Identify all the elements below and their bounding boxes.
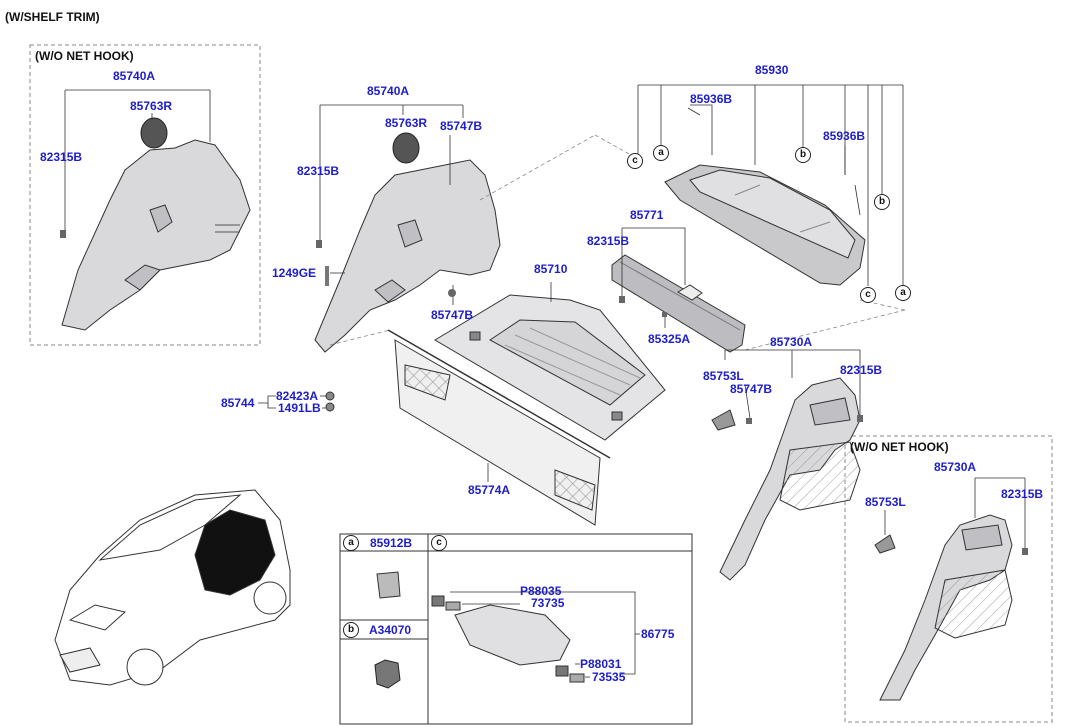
shelf-leaders	[637, 84, 904, 286]
left-panel-caption: (W/O NET HOOK)	[35, 49, 134, 63]
washer-shape	[325, 391, 335, 401]
right-clip-shape	[857, 415, 863, 422]
right-cover-shape	[711, 409, 736, 431]
bolt-shape	[325, 266, 329, 286]
table-letter-a: a	[343, 535, 359, 551]
callout-b-shelf-right[interactable]: b	[874, 194, 890, 210]
callout-a-shelf-left[interactable]: a	[653, 145, 669, 161]
part-label-85730a-inset[interactable]: 85730A	[934, 460, 977, 474]
table-part-73735[interactable]: 73735	[531, 596, 565, 610]
part-label-85936b-right[interactable]: 85936B	[823, 129, 866, 143]
table-part-a34070[interactable]: A34070	[369, 623, 412, 637]
diagram-title: (W/SHELF TRIM)	[5, 10, 100, 24]
part-label-85710[interactable]: 85710	[534, 262, 568, 276]
table-part-85912b[interactable]: 85912B	[370, 536, 413, 550]
part-label-85753l-inset[interactable]: 85753L	[865, 495, 906, 509]
part-label-82315b-inset[interactable]: 82315B	[40, 150, 83, 164]
part-label-85740a[interactable]: 85740A	[367, 84, 410, 98]
detail-table-grid	[339, 533, 693, 725]
part-label-85753l[interactable]: 85753L	[703, 369, 744, 383]
callout-b-shelf-mid[interactable]: b	[795, 147, 811, 163]
table-letter-c: c	[431, 535, 447, 551]
part-label-85774a[interactable]: 85774A	[468, 483, 511, 497]
car-illustration	[54, 489, 291, 686]
cargo-floor	[434, 294, 666, 441]
right-inset-box	[844, 435, 1053, 723]
part-label-85930[interactable]: 85930	[755, 63, 789, 77]
part-label-82315b[interactable]: 82315B	[297, 164, 340, 178]
part-label-85730a[interactable]: 85730A	[770, 335, 813, 349]
part-label-82315b-right[interactable]: 82315B	[840, 363, 883, 377]
package-shelf	[664, 164, 866, 286]
part-label-85747b-lower[interactable]: 85747B	[431, 308, 474, 322]
part-c-shapes	[431, 595, 585, 683]
callout-a-shelf-right[interactable]: a	[895, 285, 911, 301]
sill-screw-shape	[662, 312, 667, 317]
main-left-trim	[314, 159, 501, 353]
left-inset-cap-shape	[140, 117, 168, 149]
part-label-1491lb[interactable]: 1491LB	[278, 401, 321, 415]
right-panel-caption: (W/O NET HOOK)	[850, 440, 949, 454]
right-plug-shape	[746, 418, 752, 424]
sill-leaders	[621, 227, 686, 328]
bottom-left-leaders	[258, 395, 326, 409]
main-left-cap-shape	[392, 132, 420, 164]
sill-trim	[611, 254, 746, 353]
part-label-85740a-inset[interactable]: 85740A	[113, 69, 156, 83]
part-label-85747b-right[interactable]: 85747B	[730, 382, 773, 396]
part-label-82315b-right-inset[interactable]: 82315B	[1001, 487, 1044, 501]
part-label-85771[interactable]: 85771	[630, 208, 664, 222]
part-b-shape	[374, 659, 401, 689]
right-inset-clip-shape	[1022, 548, 1028, 555]
left-inset-trim	[61, 139, 251, 331]
main-left-leaders	[319, 104, 464, 305]
part-label-85763r-inset[interactable]: 85763R	[130, 99, 173, 113]
left-inset-box	[29, 44, 261, 346]
part-label-85747b-upper[interactable]: 85747B	[440, 119, 483, 133]
table-part-73535[interactable]: 73535	[592, 670, 626, 684]
right-inset-trim	[879, 514, 1013, 701]
part-label-85936b-left[interactable]: 85936B	[690, 92, 733, 106]
right-main-trim	[719, 377, 861, 581]
screw-shape	[325, 402, 335, 412]
part-c-leaders	[450, 591, 640, 678]
left-inset-clip-shape	[60, 230, 66, 238]
callout-c-shelf-left[interactable]: c	[627, 153, 643, 169]
main-left-clip-shape	[316, 240, 322, 248]
callout-c-shelf-right[interactable]: c	[860, 287, 876, 303]
sill-clip-shape	[619, 296, 625, 303]
table-part-p88035[interactable]: P88035	[520, 584, 562, 598]
table-part-86775[interactable]: 86775	[641, 627, 675, 641]
part-label-82423a[interactable]: 82423A	[276, 389, 319, 403]
part-label-85744[interactable]: 85744	[221, 396, 255, 410]
right-main-leaders	[724, 349, 861, 419]
table-part-p88031[interactable]: P88031	[580, 657, 622, 671]
left-inset-leaders	[64, 89, 211, 230]
right-inset-leaders	[884, 477, 1026, 548]
part-a-shape	[376, 571, 401, 599]
cargo-net	[387, 329, 611, 526]
plug-shape	[448, 289, 456, 297]
part-label-1249ge[interactable]: 1249GE	[272, 266, 317, 280]
part-label-85325a[interactable]: 85325A	[648, 332, 691, 346]
part-label-82315b-sill[interactable]: 82315B	[587, 234, 630, 248]
right-inset-cover-shape	[874, 534, 896, 554]
table-letter-b: b	[343, 622, 359, 638]
part-label-85763r[interactable]: 85763R	[385, 116, 428, 130]
